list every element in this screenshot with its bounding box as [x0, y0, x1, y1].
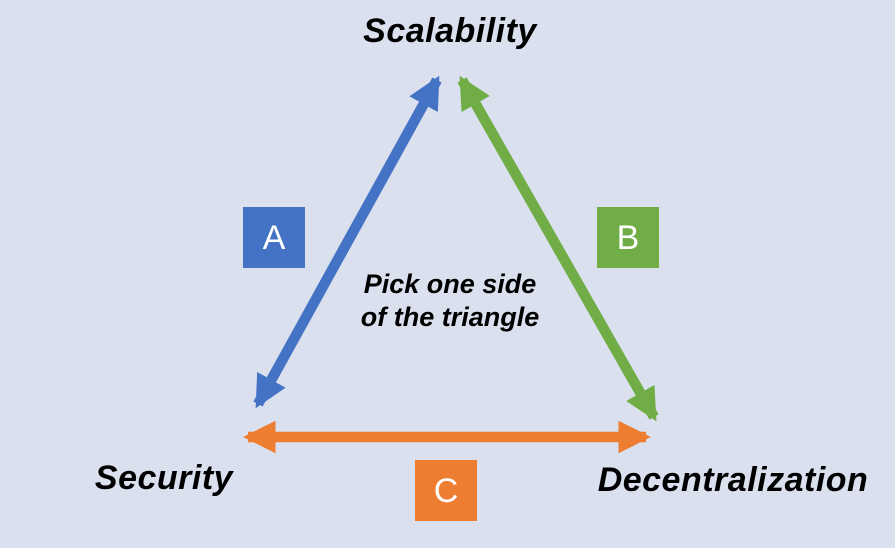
edge-a-arrow: [253, 75, 442, 409]
edge-chip-c-label: C: [433, 471, 459, 510]
edge-b-arrow: [457, 75, 659, 422]
edge-chip-a-label: A: [262, 218, 286, 257]
center-caption: Pick one side of the triangle: [361, 268, 540, 334]
vertex-label-decentralization: Decentralization: [597, 461, 869, 499]
center-caption-line1: Pick one side: [363, 269, 537, 299]
edge-chip-b: B: [597, 207, 659, 268]
edge-chip-b-label: B: [616, 218, 640, 257]
edge-chip-a: A: [243, 207, 305, 268]
edge-chip-c: C: [415, 460, 477, 521]
vertex-label-scalability: Scalability: [363, 12, 537, 50]
center-caption-line2: of the triangle: [360, 302, 540, 332]
vertex-label-security: Security: [94, 459, 234, 497]
